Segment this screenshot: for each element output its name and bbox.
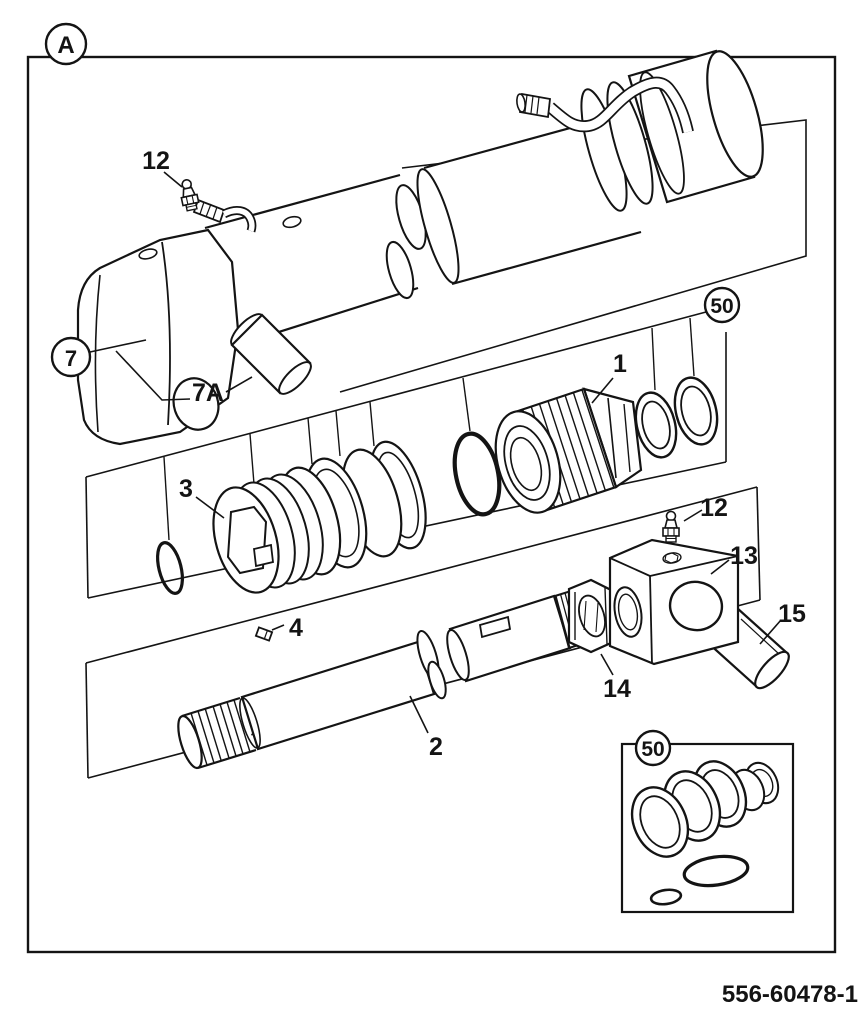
piston-rod-part2 (177, 629, 447, 770)
pivot-pin-part7a (230, 313, 312, 395)
piston-seal-stack-part3 (212, 440, 427, 594)
callout-14: 14 (603, 675, 631, 703)
callout-13: 13 (730, 542, 758, 570)
callout-7a: 7A (192, 379, 224, 407)
callout-7: 7 (65, 346, 77, 371)
large-o-ring (452, 431, 502, 517)
callout-4: 4 (289, 614, 303, 642)
balloon-7 (50, 336, 92, 378)
seal-kit-inset: 50 (620, 729, 795, 914)
callout-12-top: 12 (142, 147, 170, 175)
kit-o-ring-medium (682, 854, 750, 888)
lock-nut-part14 (567, 578, 615, 654)
callouts: A 12 7 7A 50 1 3 4 2 12 13 15 (44, 22, 806, 761)
gland-part1 (494, 387, 643, 514)
drawing-number: 556-60478-1 (722, 981, 858, 1008)
elbow-pipe (192, 198, 257, 233)
callout-1: 1 (613, 350, 627, 378)
view-balloon-a (44, 22, 88, 66)
kit-50-label-inset: 50 (641, 738, 664, 761)
callout-50-top: 50 (710, 295, 733, 318)
kit-50-balloon-inset (634, 729, 672, 767)
port-block-part13 (608, 538, 740, 666)
small-o-ring (156, 541, 184, 595)
callout-2: 2 (429, 733, 443, 761)
locating-pin-part4 (254, 626, 274, 642)
kit-o-ring-small (649, 888, 683, 906)
end-cap-part7 (76, 228, 240, 446)
bent-pipe (516, 76, 694, 134)
callout-3: 3 (179, 475, 193, 503)
callout-15: 15 (778, 600, 806, 628)
rod-seal (634, 391, 678, 459)
callout-12-mid: 12 (700, 494, 728, 522)
port-slot (282, 215, 302, 229)
view-label-a: A (57, 32, 74, 59)
balloon-50-top (703, 286, 741, 324)
wiper-seal (673, 376, 719, 446)
